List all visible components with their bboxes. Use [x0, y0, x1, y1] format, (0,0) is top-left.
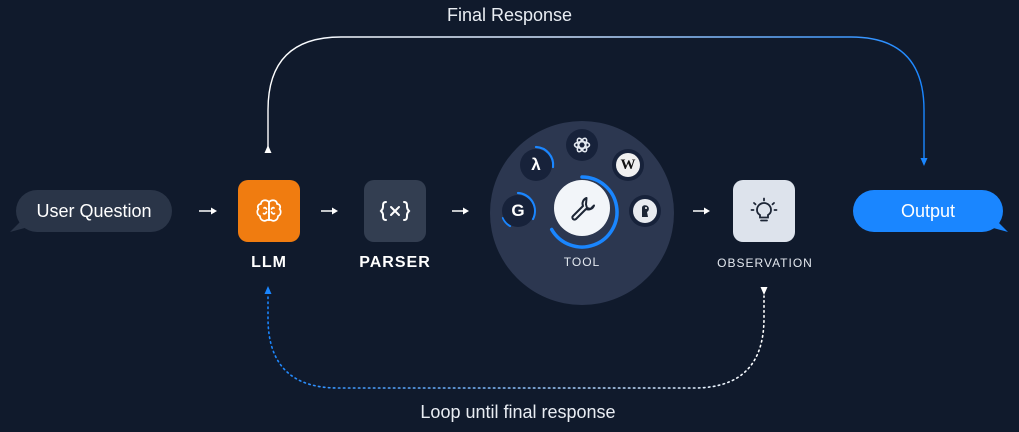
parser-label: PARSER	[359, 254, 431, 271]
duck-glyph	[642, 205, 649, 217]
parser-node	[364, 180, 426, 242]
tool-center-ring	[549, 175, 619, 249]
final-response-label: Final Response	[446, 5, 573, 25]
brain-icon	[256, 199, 282, 222]
curly-x-icon	[379, 201, 411, 221]
user-question-label: User Question	[36, 200, 152, 221]
google-ring	[516, 191, 536, 221]
wikipedia-glyph: W	[616, 153, 640, 177]
loop-label: Loop until final response	[420, 402, 616, 422]
arrowhead-down-output	[920, 158, 928, 166]
arrowhead-down-observation	[760, 287, 768, 295]
observation-node	[733, 180, 795, 242]
flow-arrow-2	[321, 207, 338, 215]
openai-icon	[566, 129, 598, 161]
lambda-ring	[534, 145, 555, 169]
openai-knot-icon	[573, 137, 591, 153]
lambda-icon: λ	[520, 149, 552, 181]
output-label: Output	[900, 200, 956, 221]
arrowhead-up-llm-loop	[264, 286, 272, 294]
duck-disc	[633, 199, 657, 223]
tool-center	[554, 180, 610, 236]
lightbulb-icon	[750, 197, 778, 222]
llm-node	[238, 180, 300, 242]
wikipedia-icon: W	[612, 149, 644, 181]
output-bubble: Output	[853, 190, 1003, 232]
final-response-connector	[267, 36, 925, 160]
flow-arrow-4	[693, 207, 710, 215]
arrowhead-up-llm	[264, 145, 272, 153]
duckduckgo-icon	[629, 195, 661, 227]
llm-label: LLM	[251, 254, 287, 271]
user-question-bubble: User Question	[16, 190, 172, 232]
observation-label: OBSERVATION	[717, 256, 813, 270]
google-icon: G	[502, 195, 534, 227]
wrench-icon	[571, 197, 595, 221]
tool-label: TOOL	[563, 255, 601, 269]
loop-connector	[267, 295, 765, 389]
flow-arrow-3	[452, 207, 469, 215]
flow-arrow-1	[199, 207, 217, 215]
